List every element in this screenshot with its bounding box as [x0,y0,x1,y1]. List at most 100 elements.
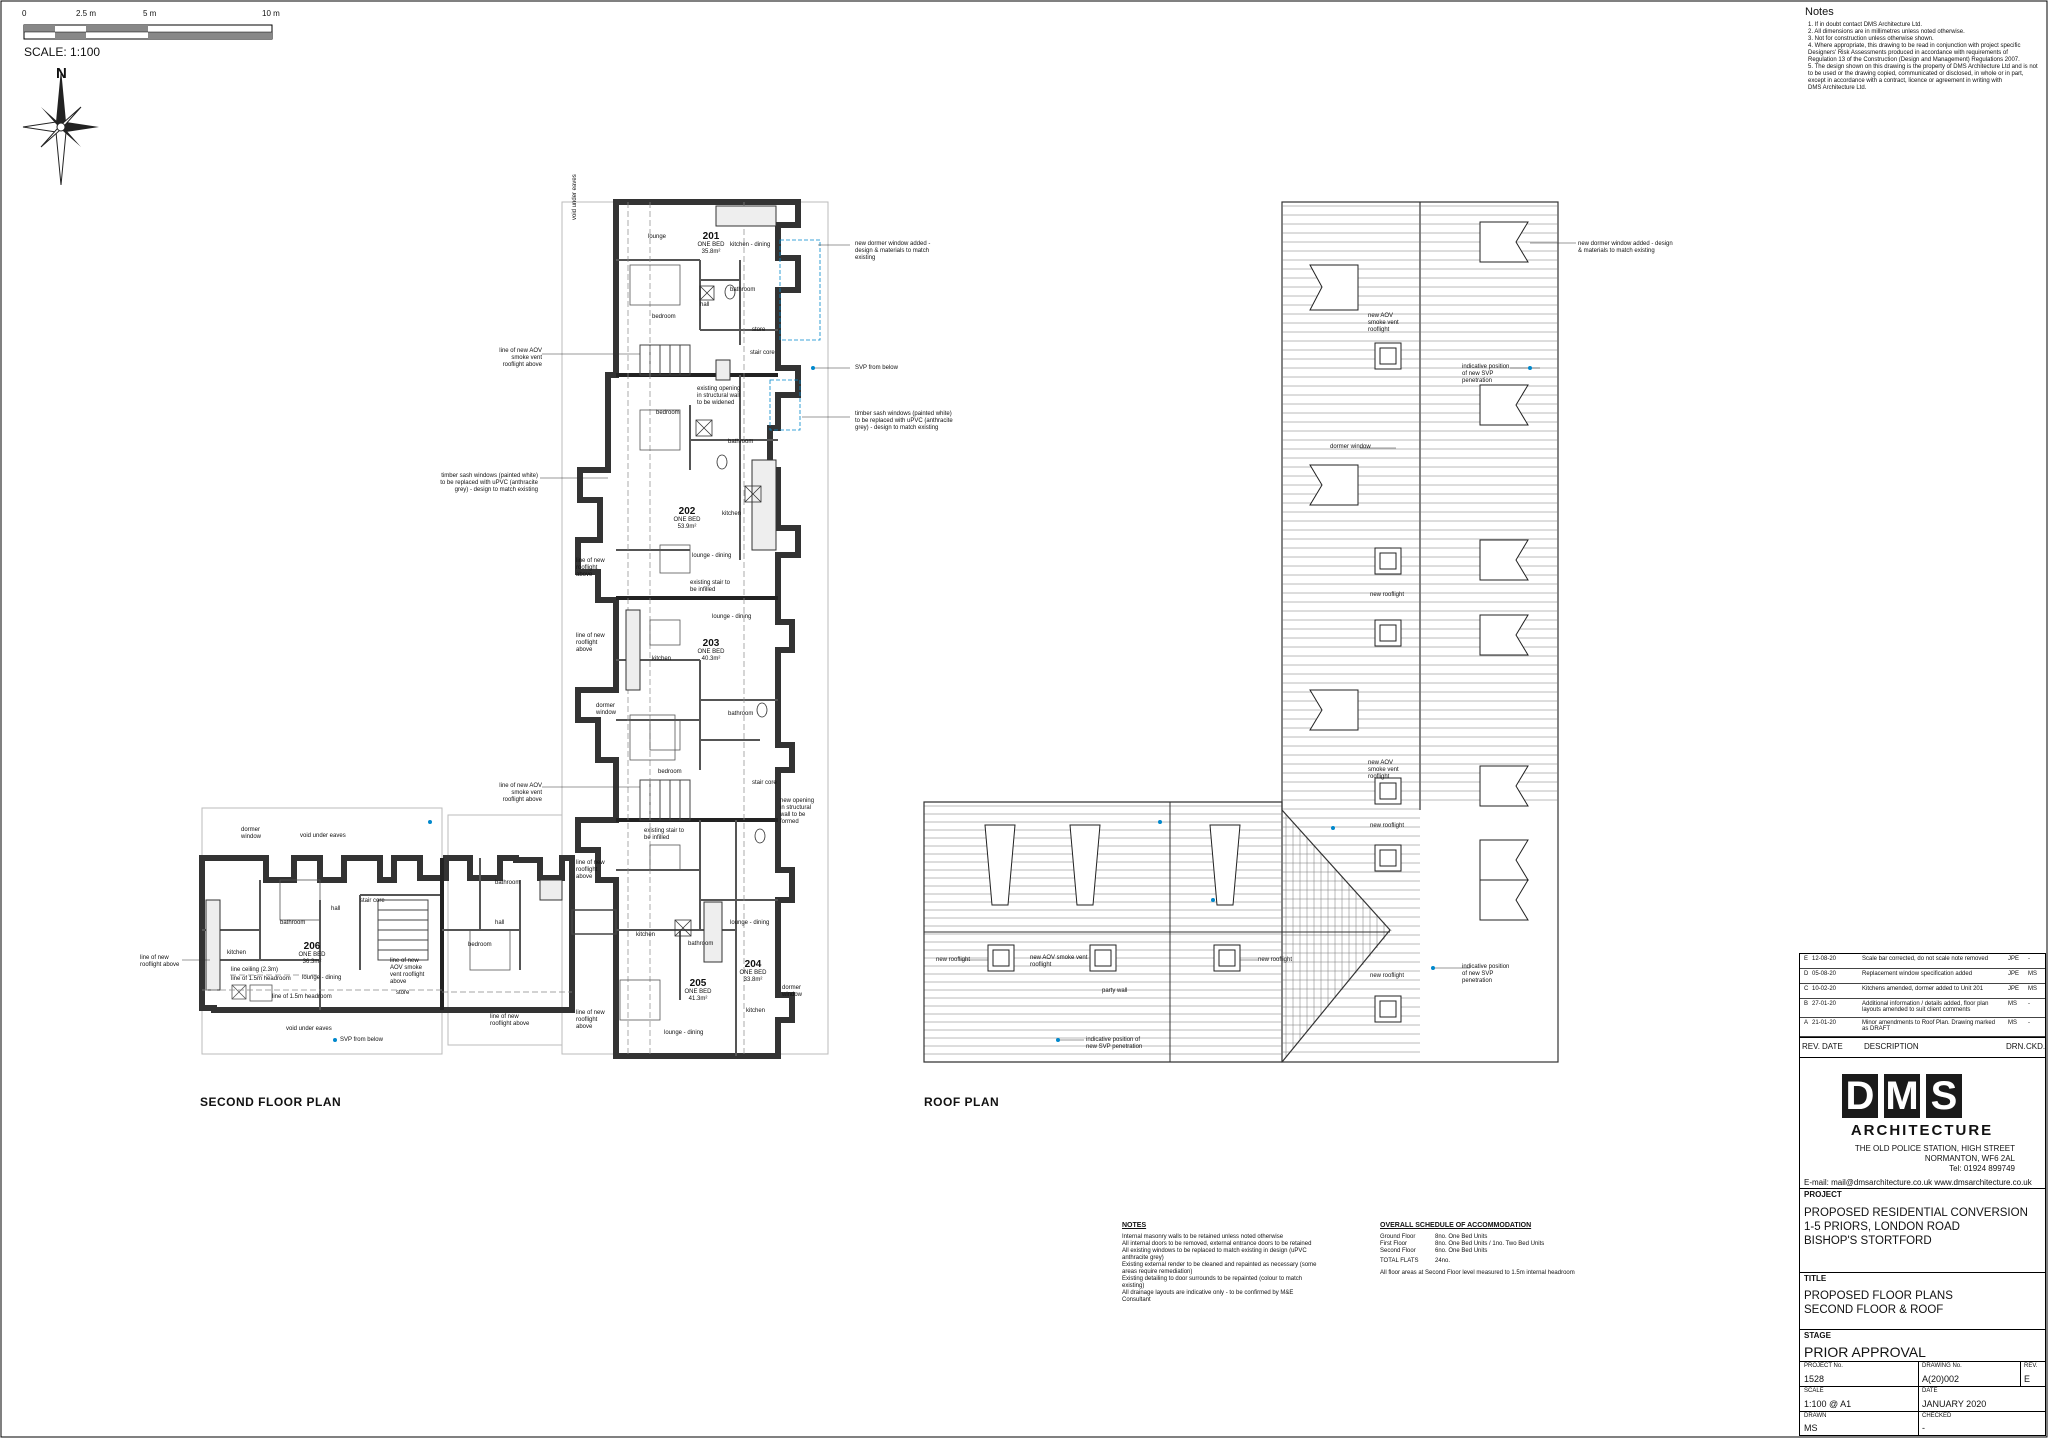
unit-type: ONE BED [684,989,712,995]
general-note-item: Existing external render to be cleaned a… [1122,1262,1317,1275]
project-label: PROJECT [1804,1190,1842,1199]
scale-tick-10: 10 m [262,9,280,18]
rev-label: REV. [2024,1363,2038,1369]
dms-logo: D M S [1842,1074,2002,1118]
room-label: dormer window [782,985,803,998]
north-arrow-icon [22,69,99,186]
unit-area: 41.3m² [688,996,708,1002]
general-note-item: Existing detailing to door surrounds to … [1122,1276,1303,1289]
annotation: line of new rooflight above [490,1014,530,1027]
unit-area: 53.9m² [677,524,697,530]
roof-annotation: new rooflight [1370,823,1405,829]
project-line2: 1-5 PRIORS, LONDON ROAD [1804,1221,1960,1233]
room-label: lounge - dining [712,614,752,620]
room-label: void under eaves [572,174,578,220]
roof-annotation: new AOV smoke vent rooflight [1368,760,1399,780]
annotation: line of new rooflight above [576,558,605,578]
rev-header-ckd: CKD. [2026,1042,2046,1051]
room-label: lounge - dining [692,553,732,559]
general-note-item: All existing windows to be replaced to m… [1122,1248,1307,1261]
room-label: bathroom [280,920,306,926]
roof-annotation: new rooflight [936,957,971,963]
annotation: line of new rooflight above [576,1010,605,1030]
schedule-footnote: All floor areas at Second Floor level me… [1380,1270,1575,1276]
annotation: line of 1.5m headroom [272,994,332,1000]
drawing-no-label: DRAWING No. [1922,1363,1962,1369]
annotation: line of new rooflight above [576,633,605,653]
room-label: hall [331,906,341,912]
unit-number: 201 [702,231,720,242]
room-label: bathroom [728,711,754,717]
note-item: Regulation 13 of the Construction (Desig… [1808,57,2020,63]
annotation: line of new AOV smoke vent rooflight abo… [499,348,542,368]
room-label: kitchen [746,1008,766,1014]
unit-204: 204 ONE BED 33.8m² [738,959,768,984]
room-label: void under eaves [286,1026,332,1032]
unit-206: 206 ONE BED 36.3m² [297,941,327,966]
stage-value: PRIOR APPROVAL [1804,1344,1926,1360]
unit-type: ONE BED [673,517,701,523]
roof-annotation: new rooflight [1370,592,1405,598]
note-item: except in accordance with a contract, li… [1808,78,2003,84]
unit-number: 203 [702,638,720,649]
project-line3: BISHOP'S STORTFORD [1804,1235,1932,1247]
roof-annotation: new AOV smoke vent rooflight [1030,955,1088,968]
stage-label: STAGE [1804,1331,1831,1340]
roof-plan-graphic [923,201,1576,1063]
roof-annotation: indicative position of new SVP penetrati… [1086,1037,1143,1050]
unit-area: 33.8m² [743,977,763,983]
drawn-value: MS [1804,1423,1818,1433]
title-line2: SECOND FLOOR & ROOF [1804,1304,1944,1316]
company-name: ARCHITECTURE [1850,1122,1994,1139]
project-no: 1528 [1804,1374,1825,1384]
title-label: TITLE [1804,1274,1827,1283]
general-notes-title: NOTES [1122,1222,1147,1229]
room-label: bathroom [495,880,521,886]
room-label: kitchen [722,511,742,517]
roof-annotation: new dormer window added - design & mater… [1578,241,1673,254]
room-label: store [752,327,766,333]
general-note-item: All internal doors to be removed, extern… [1122,1241,1312,1247]
date-value: JANUARY 2020 [1922,1399,1987,1409]
general-notes: NOTES Internal masonry walls to be retai… [1122,1222,1322,1304]
annotation: new opening in structural wall to be for… [780,798,815,825]
note-item: 5. The design shown on this drawing is t… [1808,64,2038,70]
room-label: bathroom [730,287,756,293]
scale-tick-2-5: 2.5 m [76,9,97,18]
roof-annotation: dormer window [1330,444,1371,450]
room-label: bathroom [728,439,754,445]
room-label: bedroom [468,942,492,948]
drawing-no: A(20)002 [1922,1374,1960,1384]
schedule-title: OVERALL SCHEDULE OF ACCOMMODATION [1380,1222,1532,1229]
checked-value: - [1922,1423,1925,1433]
annotation: line ceiling (2.3m) [231,967,279,973]
unit-number: 206 [303,941,321,952]
annotation: existing stair to be infilled [690,580,731,593]
room-label: store [396,990,410,996]
scale-meta-label: SCALE [1804,1388,1824,1394]
room-label: stair core [752,780,777,786]
note-item: 2. All dimensions are in millimetres unl… [1808,29,1965,35]
room-label: lounge - dining [730,920,770,926]
note-item: 1. If in doubt contact DMS Architecture … [1808,22,1923,28]
scale-meta: 1:100 @ A1 [1804,1399,1852,1409]
room-label: kitchen [227,950,247,956]
general-note-item: All drainage layouts are indicative only… [1122,1290,1294,1303]
room-label: void under eaves [300,833,346,839]
checked-label: CHECKED [1922,1413,1952,1419]
scale-label: SCALE: 1:100 [24,45,101,59]
room-label: dormer window [241,827,262,840]
room-label: kitchen [652,656,672,662]
company-address: THE OLD POLICE STATION, HIGH STREET NORM… [1854,1144,2015,1173]
drawn-label: DRAWN [1804,1413,1827,1419]
room-label: bedroom [652,314,676,320]
roof-annotation: party wall [1102,988,1128,994]
annotation: line of 1.5m headroom [231,976,291,982]
